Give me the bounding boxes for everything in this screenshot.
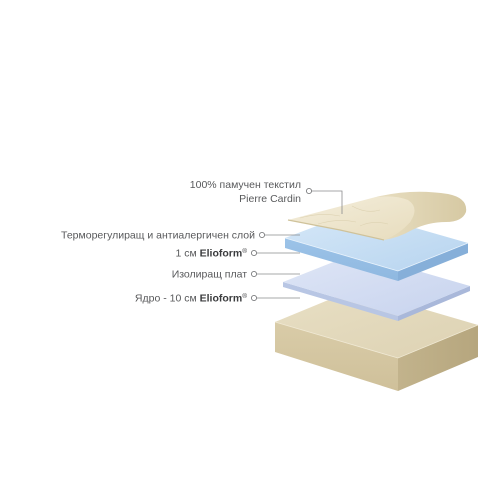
core-foam-front [275,322,398,391]
cotton-textile-curl [372,191,467,240]
leader-dot-thermo [258,231,266,239]
leader-dot-isolating [250,270,258,278]
label-isolating: Изолиращ плат [172,269,248,281]
isolating-fabric-side [398,286,470,321]
label-elioform-1cm-brand: Elioform [200,248,243,260]
label-textile-line1: 100% памучен текстил [190,179,301,191]
leader-dot-textile [305,187,313,195]
leader-dot-elioform-1cm [250,249,258,257]
cotton-textile-top [288,195,422,240]
core-foam-side [398,325,478,391]
cotton-textile-layer [287,191,467,241]
leaders [250,187,343,302]
isolating-fabric-front [283,282,398,321]
core-foam-layer [274,289,479,391]
isolating-fabric-layer [283,253,470,321]
leader-textile [312,190,343,214]
labels: 100% памучен текстил Pierre Cardin Термо… [61,179,301,305]
leader-dot-core [250,294,258,302]
label-core-brand: Elioform [200,293,243,305]
elioform-1cm-front [285,238,398,281]
label-core-mark: ® [242,292,247,300]
label-textile-line2: Pierre Cardin [239,193,301,205]
label-core-prefix: Ядро - 10 см [135,293,200,305]
cotton-textile-edge [287,219,385,241]
label-elioform-1cm-prefix: 1 см [175,248,199,260]
label-elioform-1cm-mark: ® [242,247,247,255]
isolating-fabric-top [283,253,470,316]
label-core: Ядро - 10 см Elioform® [135,292,247,305]
label-elioform-1cm: 1 см Elioform® [175,247,247,260]
core-foam-top [275,289,478,358]
label-thermo: Терморегулиращ и антиалергичен слой [61,230,255,242]
elioform-1cm-side [398,243,468,281]
